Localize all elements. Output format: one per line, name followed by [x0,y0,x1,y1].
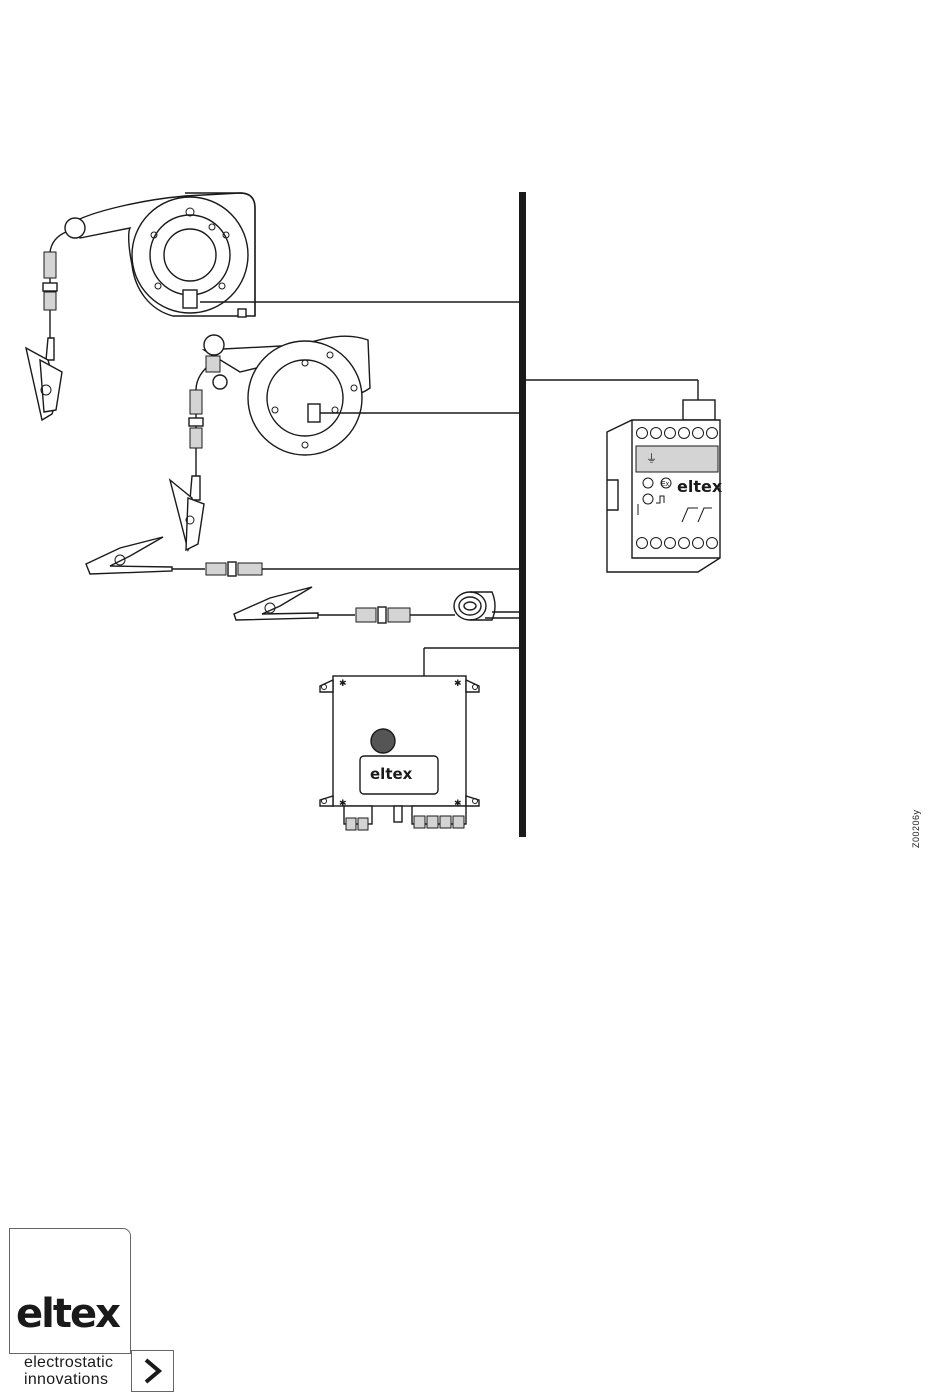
clamp-cable-3 [86,537,519,576]
main-bus-bar [519,192,526,837]
svg-text:✱: ✱ [454,678,462,688]
svg-text:✱: ✱ [339,678,347,688]
tagline-line-1: electrostatic [24,1354,113,1372]
ground-symbol: ⏚ [646,452,657,465]
tagline-line-2: innovations [24,1371,108,1389]
indicator-lamp [371,729,395,753]
control-box: ✱ ✱ ✱ ✱ eltex [320,648,519,830]
clamp-cable-2 [170,368,206,550]
drawing-code-label: Z00206y [905,800,935,860]
eltex-logo-box: eltex [9,1228,131,1354]
drawing-code-text: Z00206y [911,809,921,848]
clamp-cable-1 [26,232,66,420]
ex-symbol: Ex [661,481,670,488]
cable-reel-2 [204,335,519,455]
monitoring-relay-device: ⏚ Ex eltex [526,380,723,572]
clamp-cable-4 [234,587,519,623]
box-brand-logo: eltex [370,765,413,783]
logo-wordmark: eltex [16,1291,119,1337]
device-brand-logo: eltex [677,477,723,496]
chevron-right-icon [131,1350,174,1392]
cable-reel-1 [65,193,519,317]
